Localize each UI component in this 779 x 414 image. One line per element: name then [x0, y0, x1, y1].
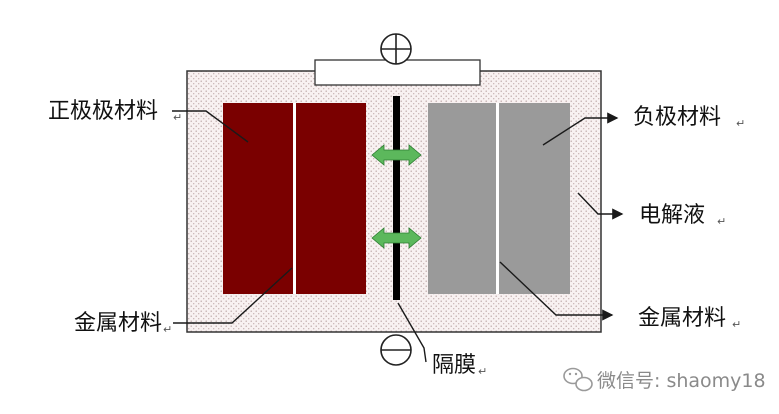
separator-membrane	[393, 96, 400, 300]
return-mark-5: ↵	[732, 318, 741, 331]
anode-current-collector	[496, 103, 499, 294]
ion-arrow-upper	[371, 144, 422, 166]
return-mark-3: ↵	[717, 215, 726, 228]
label-separator: 隔膜	[432, 353, 476, 378]
cathode-current-collector	[293, 103, 296, 294]
negative-terminal-icon	[380, 334, 412, 366]
wechat-icon	[563, 367, 593, 392]
label-electrolyte: 电解液	[639, 203, 705, 228]
positive-terminal-icon	[380, 33, 412, 65]
leader-line-electrolyte	[577, 192, 624, 220]
return-mark-2: ↵	[736, 117, 745, 130]
leader-line-cathode	[172, 110, 249, 143]
watermark-text: 微信号: shaomy18	[597, 370, 766, 392]
leader-line-anode	[542, 112, 619, 146]
leader-line-separator	[397, 302, 427, 363]
ion-arrow-lower	[371, 227, 422, 249]
return-mark-4: ↵	[163, 323, 172, 336]
label-metal-right: 金属材料	[638, 306, 726, 331]
leader-line-metal-left	[173, 267, 293, 324]
label-anode-material: 负极材料	[633, 105, 721, 130]
return-mark-6: ↵	[478, 365, 487, 378]
leader-line-metal-right	[499, 261, 614, 321]
return-mark-1: ↵	[173, 111, 182, 124]
label-cathode-material: 正极极材料	[48, 99, 158, 124]
label-metal-left: 金属材料	[74, 311, 162, 336]
